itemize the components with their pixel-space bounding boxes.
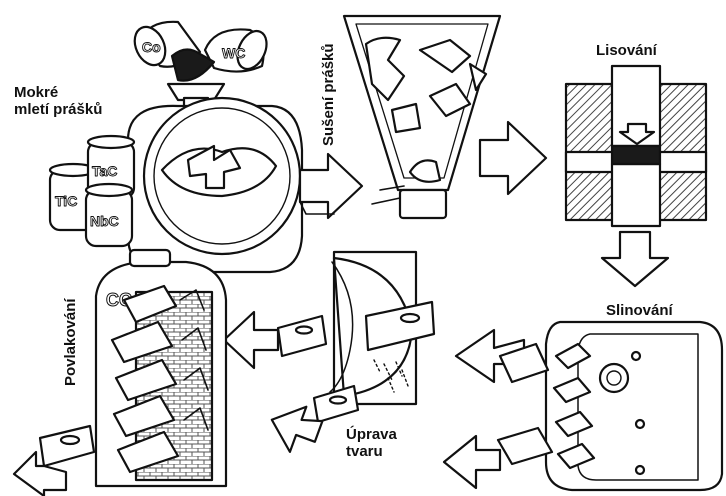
coated-insert	[40, 426, 94, 466]
pressed-compact	[612, 146, 660, 164]
pressing-station	[566, 66, 706, 226]
svg-text:TiC: TiC	[55, 193, 77, 209]
reactor-cap	[130, 250, 170, 266]
shaping-station	[278, 252, 434, 422]
label-powder-drying: Sušení prášků	[320, 43, 337, 146]
label-coating: Povlakování	[62, 298, 79, 386]
flow-arrow-pressing-to-sintering	[602, 232, 668, 286]
flow-arrow-sintering-out	[444, 436, 500, 488]
svg-text:TaC: TaC	[92, 163, 117, 179]
label-wet-milling-line1: Mokré	[14, 84, 102, 101]
spray-dryer-station	[344, 16, 500, 218]
label-sintering: Slinování	[606, 302, 673, 319]
label-wet-milling-line2: mletí prášků	[14, 101, 102, 118]
label-shaping: Úprava tvaru	[346, 426, 397, 460]
svg-text:Co: Co	[142, 39, 161, 55]
insert-to-coating	[278, 316, 326, 356]
flow-arrow-drying-to-pressing	[480, 122, 546, 194]
flow-arrow-milling-to-drying	[300, 154, 362, 218]
insert-in-transit-2	[498, 428, 552, 464]
svg-text:WC: WC	[222, 45, 245, 61]
press-lower-punch	[612, 164, 660, 226]
dryer-outlet	[400, 190, 446, 218]
label-wet-milling: Mokré mletí prášků	[14, 84, 102, 118]
label-shaping-line1: Úprava	[346, 426, 397, 443]
sintering-station	[546, 322, 722, 490]
label-pressing: Lisování	[596, 42, 657, 59]
coating-station: CC	[14, 250, 226, 496]
flow-arrow-shaping-to-coating	[224, 312, 278, 368]
label-shaping-line2: tvaru	[346, 443, 397, 460]
furnace-gauge-icon	[600, 364, 628, 392]
wc-container-icon: WC	[205, 26, 272, 73]
svg-text:NbC: NbC	[90, 213, 119, 229]
wet-milling-station: Co WC TiC TaC	[50, 22, 302, 272]
nbc-container-icon: NbC	[86, 184, 132, 246]
